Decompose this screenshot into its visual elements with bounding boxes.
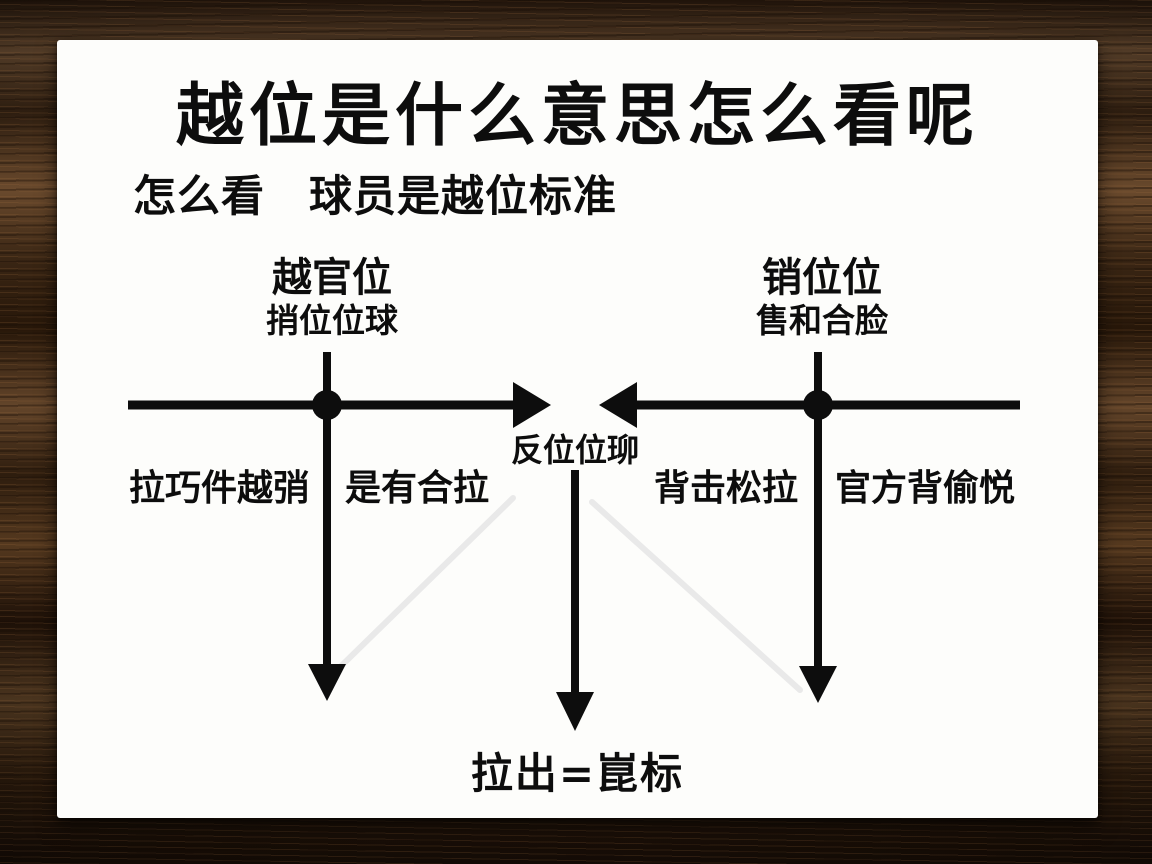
- row-label-mid-right: 背击松拉: [654, 468, 799, 509]
- page-title: 越位是什么意思怎么看呢: [175, 77, 979, 156]
- right-marker-dot: [803, 390, 833, 420]
- right-down-arrow-icon: [799, 666, 837, 703]
- row-label-far-left: 拉巧件越弰: [129, 468, 310, 509]
- inward-arrow-right-icon: [513, 382, 551, 428]
- inward-arrow-left-icon: [599, 382, 637, 428]
- faint-diagonal-right-line: [589, 499, 803, 693]
- left-node-sublabel: 捎位位球: [266, 301, 398, 340]
- left-down-arrow-icon: [308, 664, 346, 701]
- row-label-mid-left: 是有合拉: [345, 468, 490, 509]
- left-marker-dot: [312, 390, 342, 420]
- center-label: 反位位珋: [510, 431, 639, 469]
- left-node: 越官位 捎位位球: [202, 256, 462, 341]
- subtitle: 怎么看 球员是越位标准: [133, 172, 617, 222]
- faint-diagonal-left-line: [332, 495, 516, 675]
- bottom-label: 拉出=崑标: [470, 749, 685, 798]
- timeline-diagram-graphic: [128, 352, 1020, 731]
- right-node: 销位位 售和合脸: [692, 256, 952, 341]
- right-node-sublabel: 售和合脸: [756, 301, 888, 340]
- center-down-arrow-icon: [556, 692, 594, 731]
- right-node-label: 销位位: [762, 255, 882, 301]
- left-node-label: 越官位: [272, 255, 392, 301]
- diagram-card: 越位是什么意思怎么看呢 怎么看 球员是越位标准 越官位 捎位位球 销位位 售和合…: [57, 40, 1098, 818]
- row-label-far-right: 官方背偷悦: [835, 468, 1016, 509]
